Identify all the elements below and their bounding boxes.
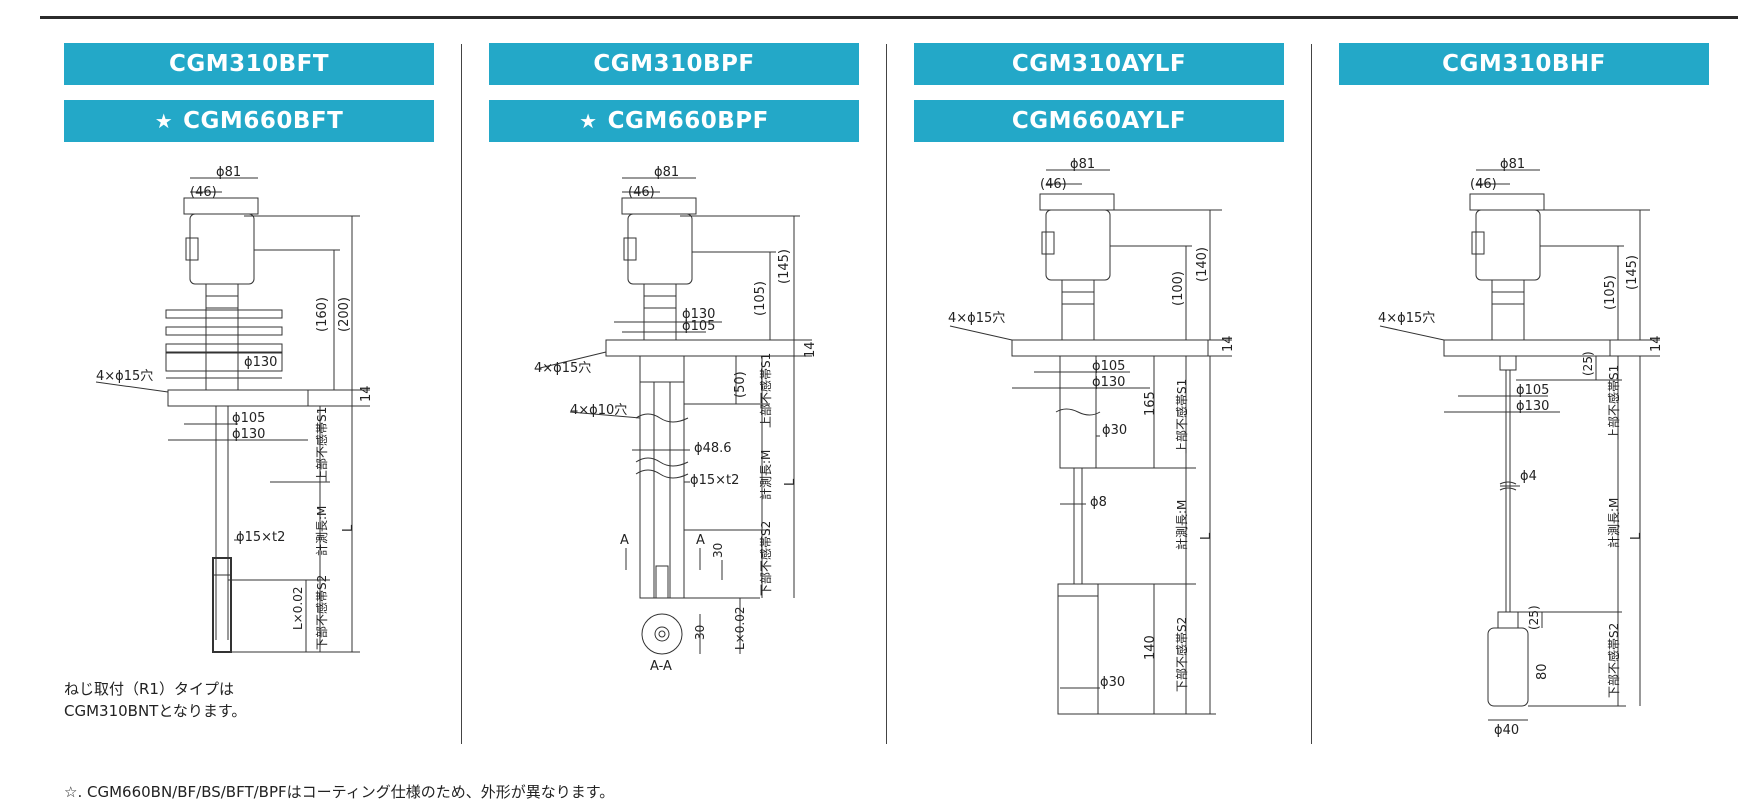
svg-text:L×0.02: L×0.02 (733, 607, 747, 650)
svg-text:L×0.02: L×0.02 (291, 587, 305, 630)
svg-text:4×ϕ15穴: 4×ϕ15穴 (96, 369, 153, 384)
svg-text:ϕ40: ϕ40 (1494, 723, 1519, 738)
svg-text:ϕ30: ϕ30 (1100, 675, 1125, 690)
svg-text:(25): (25) (1527, 605, 1541, 630)
mount-note: ねじ取付（R1）タイプは CGM310BNTとなります。 (64, 678, 246, 722)
model-banner-2b: ★CGM660BPF (489, 100, 859, 142)
svg-text:計測長:M: 計測長:M (758, 450, 773, 500)
model-banner-4a: CGM310BHF (1339, 43, 1709, 85)
svg-text:上部不感帯S1: 上部不感帯S1 (1174, 379, 1189, 454)
drawing-2: ϕ81 (46) (105) (145) ϕ130 ϕ105 14 4×ϕ15穴… (534, 165, 818, 674)
svg-text:4×ϕ15穴: 4×ϕ15穴 (948, 311, 1005, 326)
svg-text:(46): (46) (1470, 177, 1497, 192)
drawing-1: ϕ81 (46) (160) (200) ϕ130 4×ϕ15穴 14 ϕ105… (95, 165, 374, 653)
svg-text:ϕ4: ϕ4 (1520, 469, 1537, 484)
svg-text:A-A: A-A (650, 659, 672, 674)
svg-text:(145): (145) (1625, 255, 1640, 290)
svg-text:ϕ130: ϕ130 (682, 307, 715, 322)
svg-text:ϕ30: ϕ30 (1102, 423, 1127, 438)
svg-text:下部不感帯S2: 下部不感帯S2 (1606, 623, 1621, 698)
svg-text:(105): (105) (753, 281, 768, 316)
column-divider (461, 44, 462, 744)
model-banner-2a: CGM310BPF (489, 43, 859, 85)
svg-text:ϕ130: ϕ130 (244, 355, 277, 370)
svg-text:ϕ130: ϕ130 (232, 427, 265, 442)
svg-text:14: 14 (1221, 335, 1236, 352)
svg-text:ϕ105: ϕ105 (1092, 359, 1125, 374)
svg-text:A: A (620, 533, 629, 548)
svg-text:14: 14 (1649, 335, 1664, 352)
mount-note-line1: ねじ取付（R1）タイプは (64, 680, 234, 698)
svg-text:ϕ130: ϕ130 (1092, 375, 1125, 390)
svg-text:30: 30 (711, 543, 725, 558)
model-banner-1b: ★CGM660BFT (64, 100, 434, 142)
svg-text:ϕ15×t2: ϕ15×t2 (236, 530, 285, 545)
svg-text:14: 14 (359, 385, 374, 402)
star-icon: ★ (154, 109, 174, 133)
svg-text:140: 140 (1143, 635, 1158, 660)
svg-text:4×ϕ15穴: 4×ϕ15穴 (1378, 311, 1435, 326)
drawing-3: ϕ81 (46) (100) (140) 4×ϕ15穴 14 ϕ105 ϕ130… (948, 157, 1236, 715)
svg-text:4×ϕ15穴: 4×ϕ15穴 (534, 361, 591, 376)
svg-text:(140): (140) (1195, 247, 1210, 282)
svg-text:(100): (100) (1171, 271, 1186, 306)
svg-text:上部不感帯S1: 上部不感帯S1 (1606, 365, 1621, 440)
model-banner-3a: CGM310AYLF (914, 43, 1284, 85)
svg-text:L: L (1199, 532, 1214, 540)
model-banner-1a: CGM310BFT (64, 43, 434, 85)
svg-text:上部不感帯S1: 上部不感帯S1 (758, 353, 773, 428)
svg-text:L: L (341, 524, 356, 532)
star-icon: ★ (579, 109, 598, 133)
svg-text:(200): (200) (337, 297, 352, 332)
svg-text:計測長:M: 計測長:M (1174, 500, 1189, 550)
svg-text:30: 30 (693, 625, 707, 640)
svg-text:(46): (46) (190, 185, 217, 200)
svg-text:(46): (46) (1040, 177, 1067, 192)
svg-text:80: 80 (1535, 663, 1550, 680)
svg-text:上部不感帯S1: 上部不感帯S1 (314, 407, 329, 482)
svg-text:L: L (783, 478, 798, 486)
svg-text:計測長:M: 計測長:M (1606, 498, 1621, 548)
svg-text:計測長:M: 計測長:M (314, 506, 329, 556)
svg-text:ϕ81: ϕ81 (1500, 157, 1525, 172)
svg-text:ϕ81: ϕ81 (216, 165, 241, 180)
svg-text:(160): (160) (315, 297, 330, 332)
svg-text:ϕ105: ϕ105 (232, 411, 265, 426)
svg-text:ϕ81: ϕ81 (1070, 157, 1095, 172)
svg-text:(25): (25) (1581, 351, 1595, 376)
svg-text:(50): (50) (733, 371, 748, 398)
mount-note-line2: CGM310BNTとなります。 (64, 702, 247, 720)
svg-text:下部不感帯S2: 下部不感帯S2 (314, 575, 329, 650)
svg-text:L: L (1629, 532, 1644, 540)
svg-text:(46): (46) (628, 185, 655, 200)
svg-text:ϕ105: ϕ105 (1516, 383, 1549, 398)
svg-text:下部不感帯S2: 下部不感帯S2 (758, 521, 773, 596)
svg-text:165: 165 (1143, 391, 1158, 416)
svg-text:ϕ130: ϕ130 (1516, 399, 1549, 414)
svg-text:ϕ8: ϕ8 (1090, 495, 1107, 510)
svg-text:A: A (696, 533, 705, 548)
svg-text:ϕ48.6: ϕ48.6 (694, 441, 732, 456)
footnote: ☆. CGM660BN/BF/BS/BFT/BPFはコーティング仕様のため、外形… (64, 783, 615, 801)
svg-text:(105): (105) (1603, 275, 1618, 310)
svg-text:ϕ105: ϕ105 (682, 319, 715, 334)
drawing-4: ϕ81 (46) (105) (145) 4×ϕ15穴 14 (25) 上部不感… (1378, 157, 1664, 738)
svg-text:下部不感帯S2: 下部不感帯S2 (1174, 617, 1189, 692)
svg-text:14: 14 (803, 341, 818, 358)
column-divider (1311, 44, 1312, 744)
svg-text:ϕ15×t2: ϕ15×t2 (690, 473, 739, 488)
svg-text:ϕ81: ϕ81 (654, 165, 679, 180)
model-banner-3b: CGM660AYLF (914, 100, 1284, 142)
svg-text:(145): (145) (777, 249, 792, 284)
column-divider (886, 44, 887, 744)
top-rule (40, 16, 1738, 19)
svg-text:4×ϕ10穴: 4×ϕ10穴 (570, 403, 627, 418)
